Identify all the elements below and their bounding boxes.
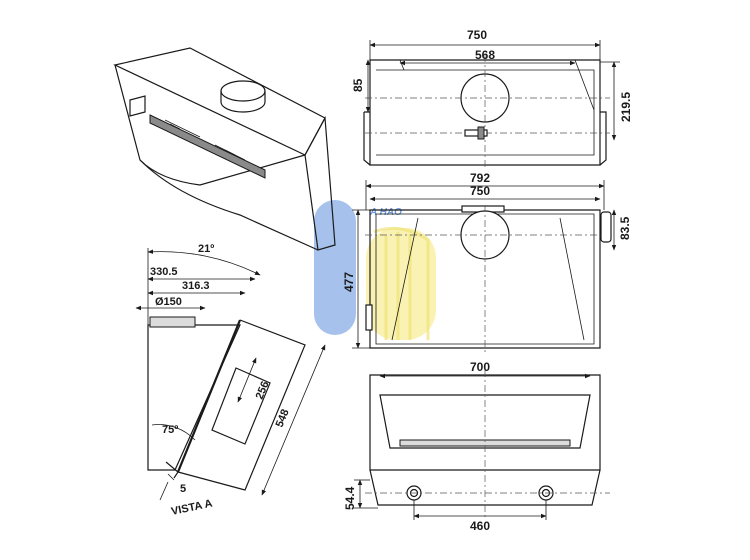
dim-side-548: 548: [274, 408, 292, 430]
top-view-dimensions: 750 568 85 219.5: [351, 28, 633, 141]
dim-side-duct: Ø150: [155, 296, 182, 308]
dim-front-83: 83.5: [618, 216, 632, 240]
dim-top-568: 568: [475, 48, 495, 62]
dim-top-750: 750: [467, 28, 487, 42]
watermark-logo: A HAO: [314, 200, 436, 340]
dim-side-330: 330.5: [150, 266, 178, 278]
dim-bottom-460: 460: [470, 519, 490, 533]
dim-side-5: 5: [180, 483, 186, 495]
dim-side-75: 75º: [162, 424, 178, 436]
dim-front-477: 477: [342, 272, 356, 292]
dim-top-85: 85: [351, 78, 365, 92]
front-view: [365, 205, 612, 352]
front-view-dimensions: 792 750 83.5 477: [342, 171, 632, 349]
dim-top-219: 219.5: [619, 92, 633, 122]
side-view: [147, 316, 306, 491]
dim-front-792: 792: [470, 171, 490, 185]
vista-a-label: VISTA A: [170, 498, 213, 518]
bottom-view: [365, 370, 610, 520]
dim-bottom-700: 700: [470, 360, 490, 374]
dim-bottom-54: 54.4: [343, 486, 357, 510]
side-view-dimensions: 21º 330.5 316.3 Ø150 256 548 75º 5 VISTA…: [135, 243, 326, 518]
dim-side-angle-21: 21º: [198, 243, 214, 255]
dim-front-750: 750: [470, 184, 490, 198]
dim-side-316: 316.3: [182, 280, 210, 292]
top-view: [363, 55, 610, 170]
isometric-view: [113, 47, 336, 251]
bottom-view-dimensions: 700 460 54.4: [343, 360, 591, 533]
watermark-text: A HAO: [369, 207, 402, 218]
